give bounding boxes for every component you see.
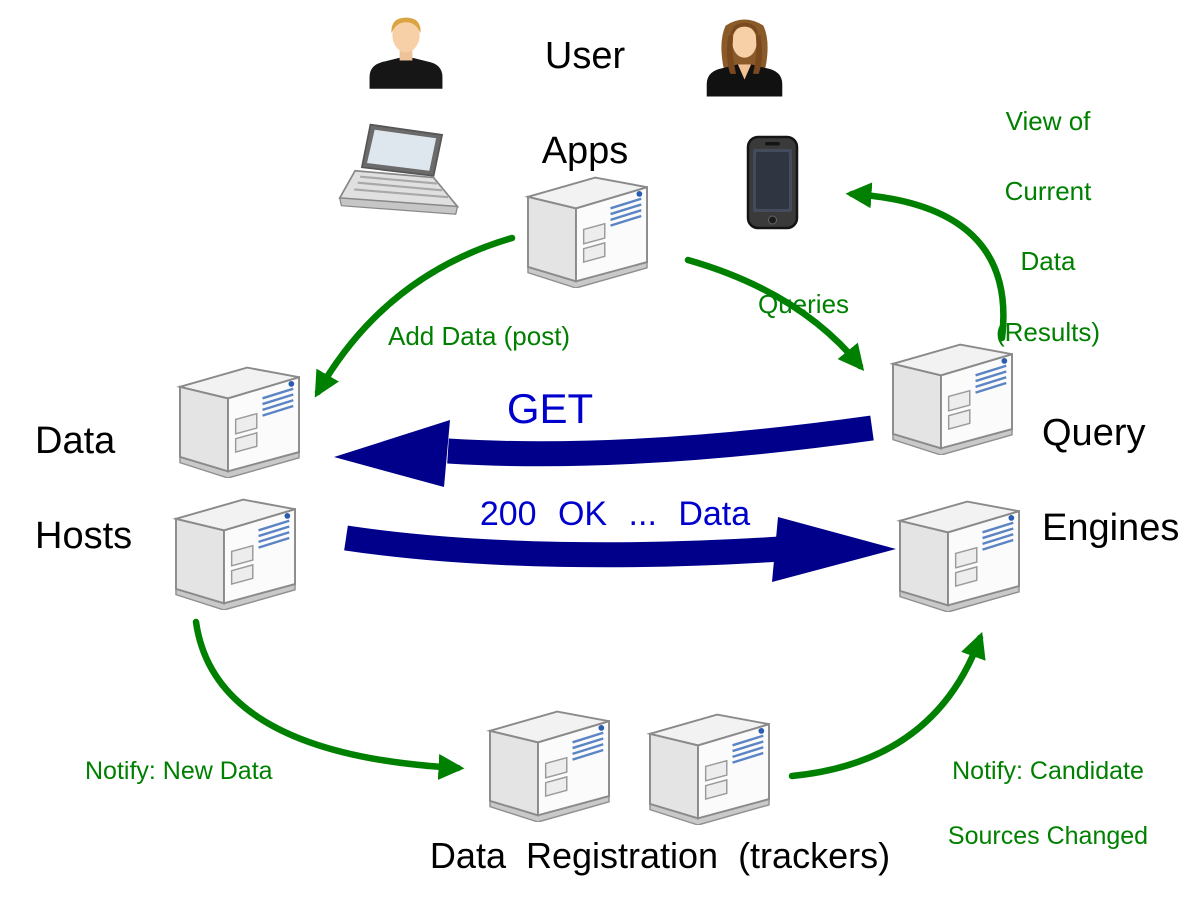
server-icon-tracker-1 [482,702,617,822]
add-data-label: Add Data (post) [388,321,571,351]
notify-candidate-line2: Sources Changed [947,822,1149,850]
smartphone-icon [745,135,800,230]
data-hosts-title: Data Hosts [35,418,132,561]
query-engines-line1: Query [1042,412,1146,454]
man-user-icon [365,10,447,90]
query-engines-line2: Engines [1042,507,1180,549]
view-results-line3: Data [1020,246,1076,277]
server-icon-data-host-2 [168,490,303,610]
notify-candidate-label: Notify: Candidate Sources Changed [928,755,1168,853]
queries-label: Queries [758,289,850,319]
woman-user-icon [702,10,787,98]
results-arrow [845,182,1007,342]
user-apps-line1: User [544,35,626,77]
view-results-label: View of Current Data (Results) [962,104,1134,350]
get-arrow [447,415,874,467]
server-icon-tracker-2 [642,705,777,825]
notify-new-data-label: Notify: New Data [85,757,273,785]
queries-arrow [684,256,865,372]
get-arrow-head [334,420,450,487]
data-registration-title: Data Registration (trackers) [429,835,891,876]
response-label: 200 OK ... Data [479,495,751,533]
query-engines-title: Query Engines [1042,410,1179,553]
server-icon-data-host-1 [172,358,307,478]
data-hosts-line2: Hosts [35,515,133,557]
response-arrow [344,525,781,568]
notify-new-data-arrow [192,618,465,780]
server-icon-query-engine-1 [885,335,1020,455]
view-results-line2: Current [1004,176,1092,207]
server-icon-user-apps [520,168,655,288]
notify-candidate-line1: Notify: Candidate [952,757,1144,785]
user-apps-line2: Apps [541,130,629,172]
notify-candidate-arrow [788,631,986,780]
laptop-icon [338,118,466,226]
add-data-arrow [314,234,516,398]
data-hosts-line1: Data [35,420,116,462]
user-apps-title: User Apps [515,33,655,176]
server-icon-query-engine-2 [892,492,1027,612]
view-results-line1: View of [1005,106,1091,136]
view-results-line4: (Results) [995,316,1100,347]
get-label: GET [506,385,594,432]
response-arrow-head [772,517,896,582]
